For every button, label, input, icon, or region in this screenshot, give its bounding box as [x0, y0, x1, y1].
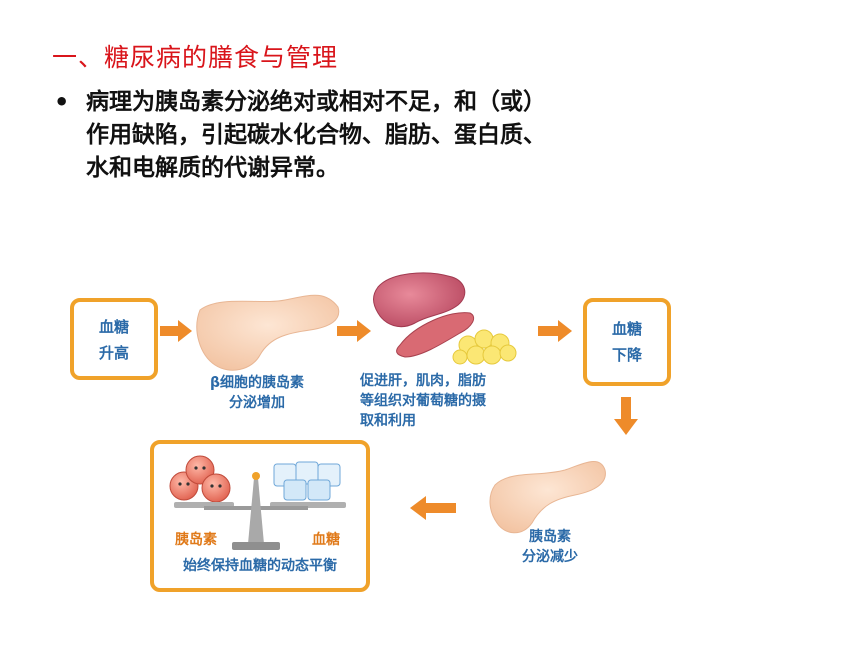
- uptake-label-line-1: 促进肝，肌肉，脂肪: [360, 373, 486, 389]
- bullet-line-2: 作用缺陷，引起碳水化合物、脂肪、蛋白质、: [86, 122, 546, 148]
- glucose-uptake-label: 促进肝，肌肉，脂肪 等组织对葡萄糖的摄 取和利用: [360, 371, 535, 431]
- uptake-label-line-3: 取和利用: [360, 413, 416, 429]
- blood-sugar-high-box: 血糖 升高: [70, 298, 158, 380]
- uptake-label-line-2: 等组织对葡萄糖的摄: [360, 393, 486, 409]
- pancreas-small-icon: [489, 461, 606, 534]
- box-low-line-1: 血糖: [611, 320, 642, 338]
- arrow-left-icon: [410, 496, 456, 520]
- balance-box: 胰岛素 血糖 始终保持血糖的动态平衡: [150, 440, 370, 592]
- scale-icon: [174, 472, 346, 550]
- bullet-dot-icon: •: [54, 88, 70, 116]
- balance-insulin-label: 胰岛素: [175, 532, 217, 548]
- bullet-line-3: 水和电解质的代谢异常。: [86, 155, 339, 181]
- balance-sugar-label: 血糖: [312, 532, 340, 548]
- bullet-paragraph: • 病理为胰岛素分泌绝对或相对不足，和（或） 作用缺陷，引起碳水化合物、脂肪、蛋…: [54, 86, 674, 185]
- box-low-line-2: 下降: [611, 346, 642, 364]
- beta-cell-label: β细胞的胰岛素 分泌增加: [192, 373, 322, 413]
- sugar-cubes-icon: [273, 461, 341, 501]
- reduce-label-line-2: 分泌减少: [522, 549, 578, 565]
- balance-scale-graphic: [169, 455, 346, 550]
- balance-caption: 始终保持血糖的动态平衡: [183, 558, 337, 574]
- insulin-faces-icon: [169, 455, 231, 503]
- fat-tissue-icon: [452, 329, 517, 365]
- arrow-down-icon: [614, 397, 638, 435]
- arrow-right-icon-1: [160, 320, 192, 342]
- diagram-graphics: [160, 272, 638, 534]
- beta-cell-label-line-1: β细胞的胰岛素: [209, 375, 305, 391]
- box-high-line-1: 血糖: [98, 318, 129, 336]
- pancreas-icon: [196, 294, 340, 371]
- arrow-right-icon-2: [337, 320, 371, 342]
- bullet-lines: 病理为胰岛素分泌绝对或相对不足，和（或） 作用缺陷，引起碳水化合物、脂肪、蛋白质…: [86, 86, 674, 185]
- pancreas-reduce-label: 胰岛素 分泌减少: [500, 527, 600, 567]
- arrow-right-icon-3: [538, 320, 572, 342]
- glucose-regulation-diagram: 血糖 升高 血糖 下降 β细胞的胰岛素 分泌增加 促进肝，肌肉，脂肪 等组织对葡…: [60, 265, 680, 605]
- beta-cell-label-line-2: 分泌增加: [229, 395, 285, 411]
- box-high-line-2: 升高: [98, 344, 129, 362]
- reduce-label-line-1: 胰岛素: [529, 529, 571, 545]
- blood-sugar-low-box: 血糖 下降: [583, 298, 671, 386]
- bullet-line-1: 病理为胰岛素分泌绝对或相对不足，和（或）: [86, 89, 546, 115]
- liver-icon: [373, 272, 466, 328]
- slide-title: 一、糖尿病的膳食与管理: [52, 43, 339, 72]
- muscle-icon: [396, 312, 475, 358]
